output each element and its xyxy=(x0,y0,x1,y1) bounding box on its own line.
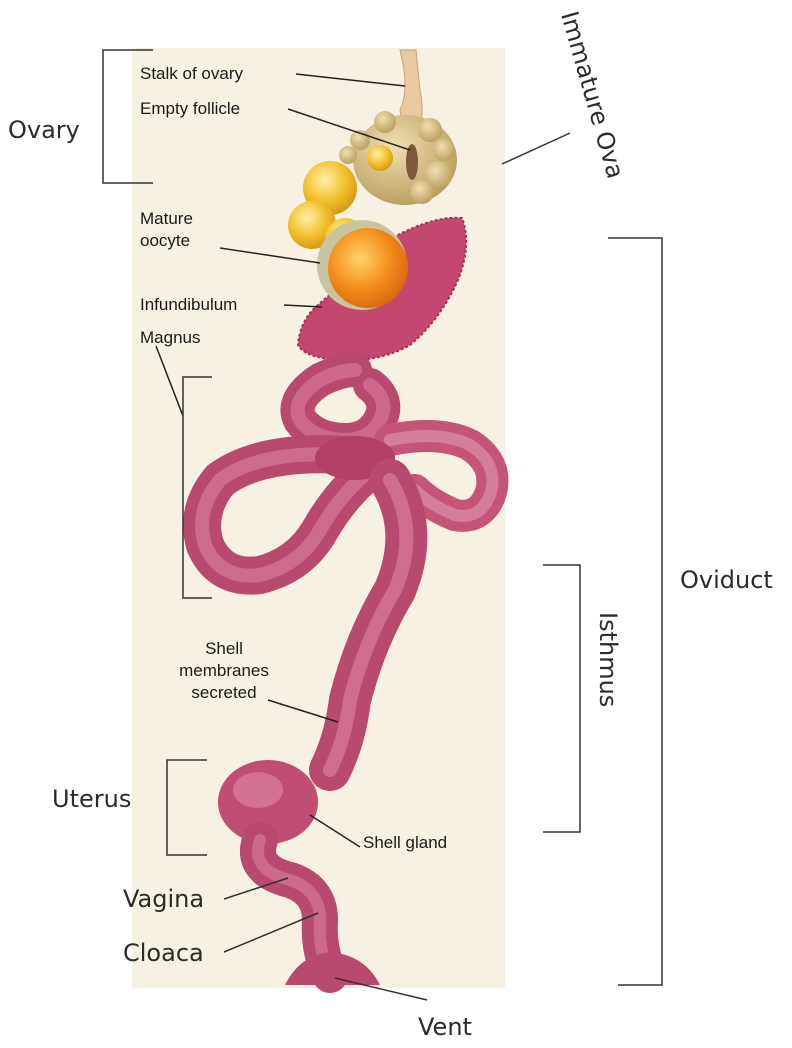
immature-ova-line xyxy=(502,133,570,164)
label-cloaca: Cloaca xyxy=(123,938,204,968)
label-mature-oocyte-line2: oocyte xyxy=(140,230,193,252)
label-stalk-of-ovary: Stalk of ovary xyxy=(140,63,243,85)
label-mature-oocyte: Mature oocyte xyxy=(140,208,193,252)
label-empty-follicle: Empty follicle xyxy=(140,98,240,120)
label-infundibulum: Infundibulum xyxy=(140,294,237,316)
label-magnus: Magnus xyxy=(140,327,200,349)
label-shell-gland: Shell gland xyxy=(363,832,447,854)
label-mature-oocyte-line1: Mature xyxy=(140,208,193,230)
label-ovary: Ovary xyxy=(8,115,80,145)
label-vent: Vent xyxy=(418,1012,472,1042)
label-shell-membranes: Shell membranes secreted xyxy=(160,638,288,704)
label-shell-membranes-line2: membranes xyxy=(160,660,288,682)
label-oviduct: Oviduct xyxy=(680,565,773,595)
label-uterus: Uterus xyxy=(52,784,131,814)
label-shell-membranes-line1: Shell xyxy=(160,638,288,660)
isthmus-bracket xyxy=(543,565,580,832)
label-vagina: Vagina xyxy=(123,884,204,914)
label-isthmus: Isthmus xyxy=(594,612,622,707)
label-shell-membranes-line3: secreted xyxy=(160,682,288,704)
